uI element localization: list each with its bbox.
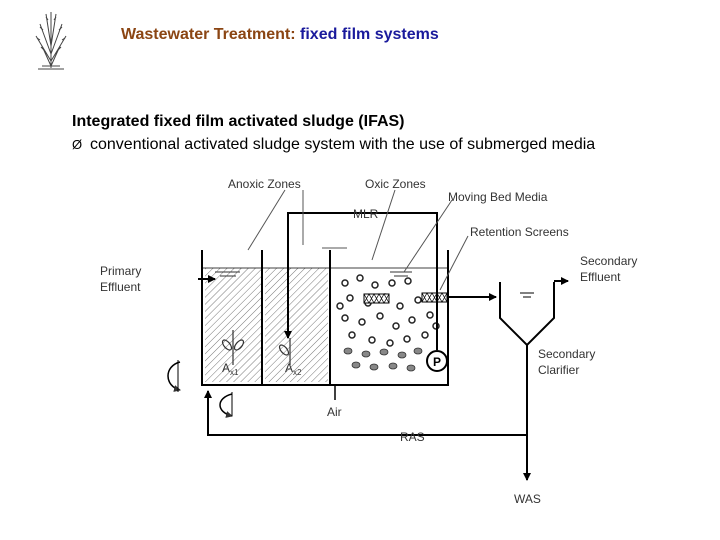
secondary-effluent-label-line1: Secondary [580,254,637,268]
slide-title: Wastewater Treatment: fixed film systems [121,26,439,44]
secondary-clarifier [499,282,555,347]
was-label: WAS [514,492,541,506]
pump-label: P [433,355,441,369]
anoxic-zones-label: Anoxic Zones [228,177,301,191]
title-topic: Wastewater Treatment: [121,26,296,43]
mixer-2-icon [278,338,291,365]
retention-screen-2 [421,292,448,303]
mlr-label: MLR [353,207,379,221]
mlr-recycle-line [284,212,438,350]
ax2-label: Ax2 [285,361,302,377]
primary-effluent-label-line1: Primary [100,264,141,278]
air-label: Air [327,405,342,419]
flow-curve-arrow-1-icon [167,360,181,392]
secondary-clarifier-label-line2: Clarifier [538,363,579,377]
anoxic-zone-2 [265,268,328,382]
moving-bed-media-label: Moving Bed Media [448,190,548,204]
title-subtopic: fixed film systems [300,26,439,43]
water-level-marks [215,271,412,277]
bullet-text: conventional activated sludge system wit… [90,136,596,153]
moving-bed-media [336,274,440,347]
flow-curve-arrow-2-icon [219,392,233,418]
mixer-1-icon [221,330,245,365]
retention-screens-label: Retention Screens [470,225,569,239]
ras-label: RAS [400,430,425,444]
tank-outline [201,250,449,386]
bullet-arrow-icon: Ø [72,137,83,152]
plant-logo-icon [35,12,67,70]
leader-lines [247,189,469,291]
oxic-zones-label: Oxic Zones [365,177,426,191]
aeration-bubbles [343,347,423,372]
primary-effluent-label-line2: Effluent [100,280,141,294]
ras-return-line [204,390,527,436]
secondary-clarifier-label-line1: Secondary [538,347,595,361]
ax1-label: Ax1 [222,361,239,377]
pump-icon: P [426,350,448,372]
section-heading: Integrated fixed film activated sludge (… [72,113,405,130]
retention-screen-1 [363,293,390,304]
secondary-effluent-label-line2: Effluent [580,270,621,284]
